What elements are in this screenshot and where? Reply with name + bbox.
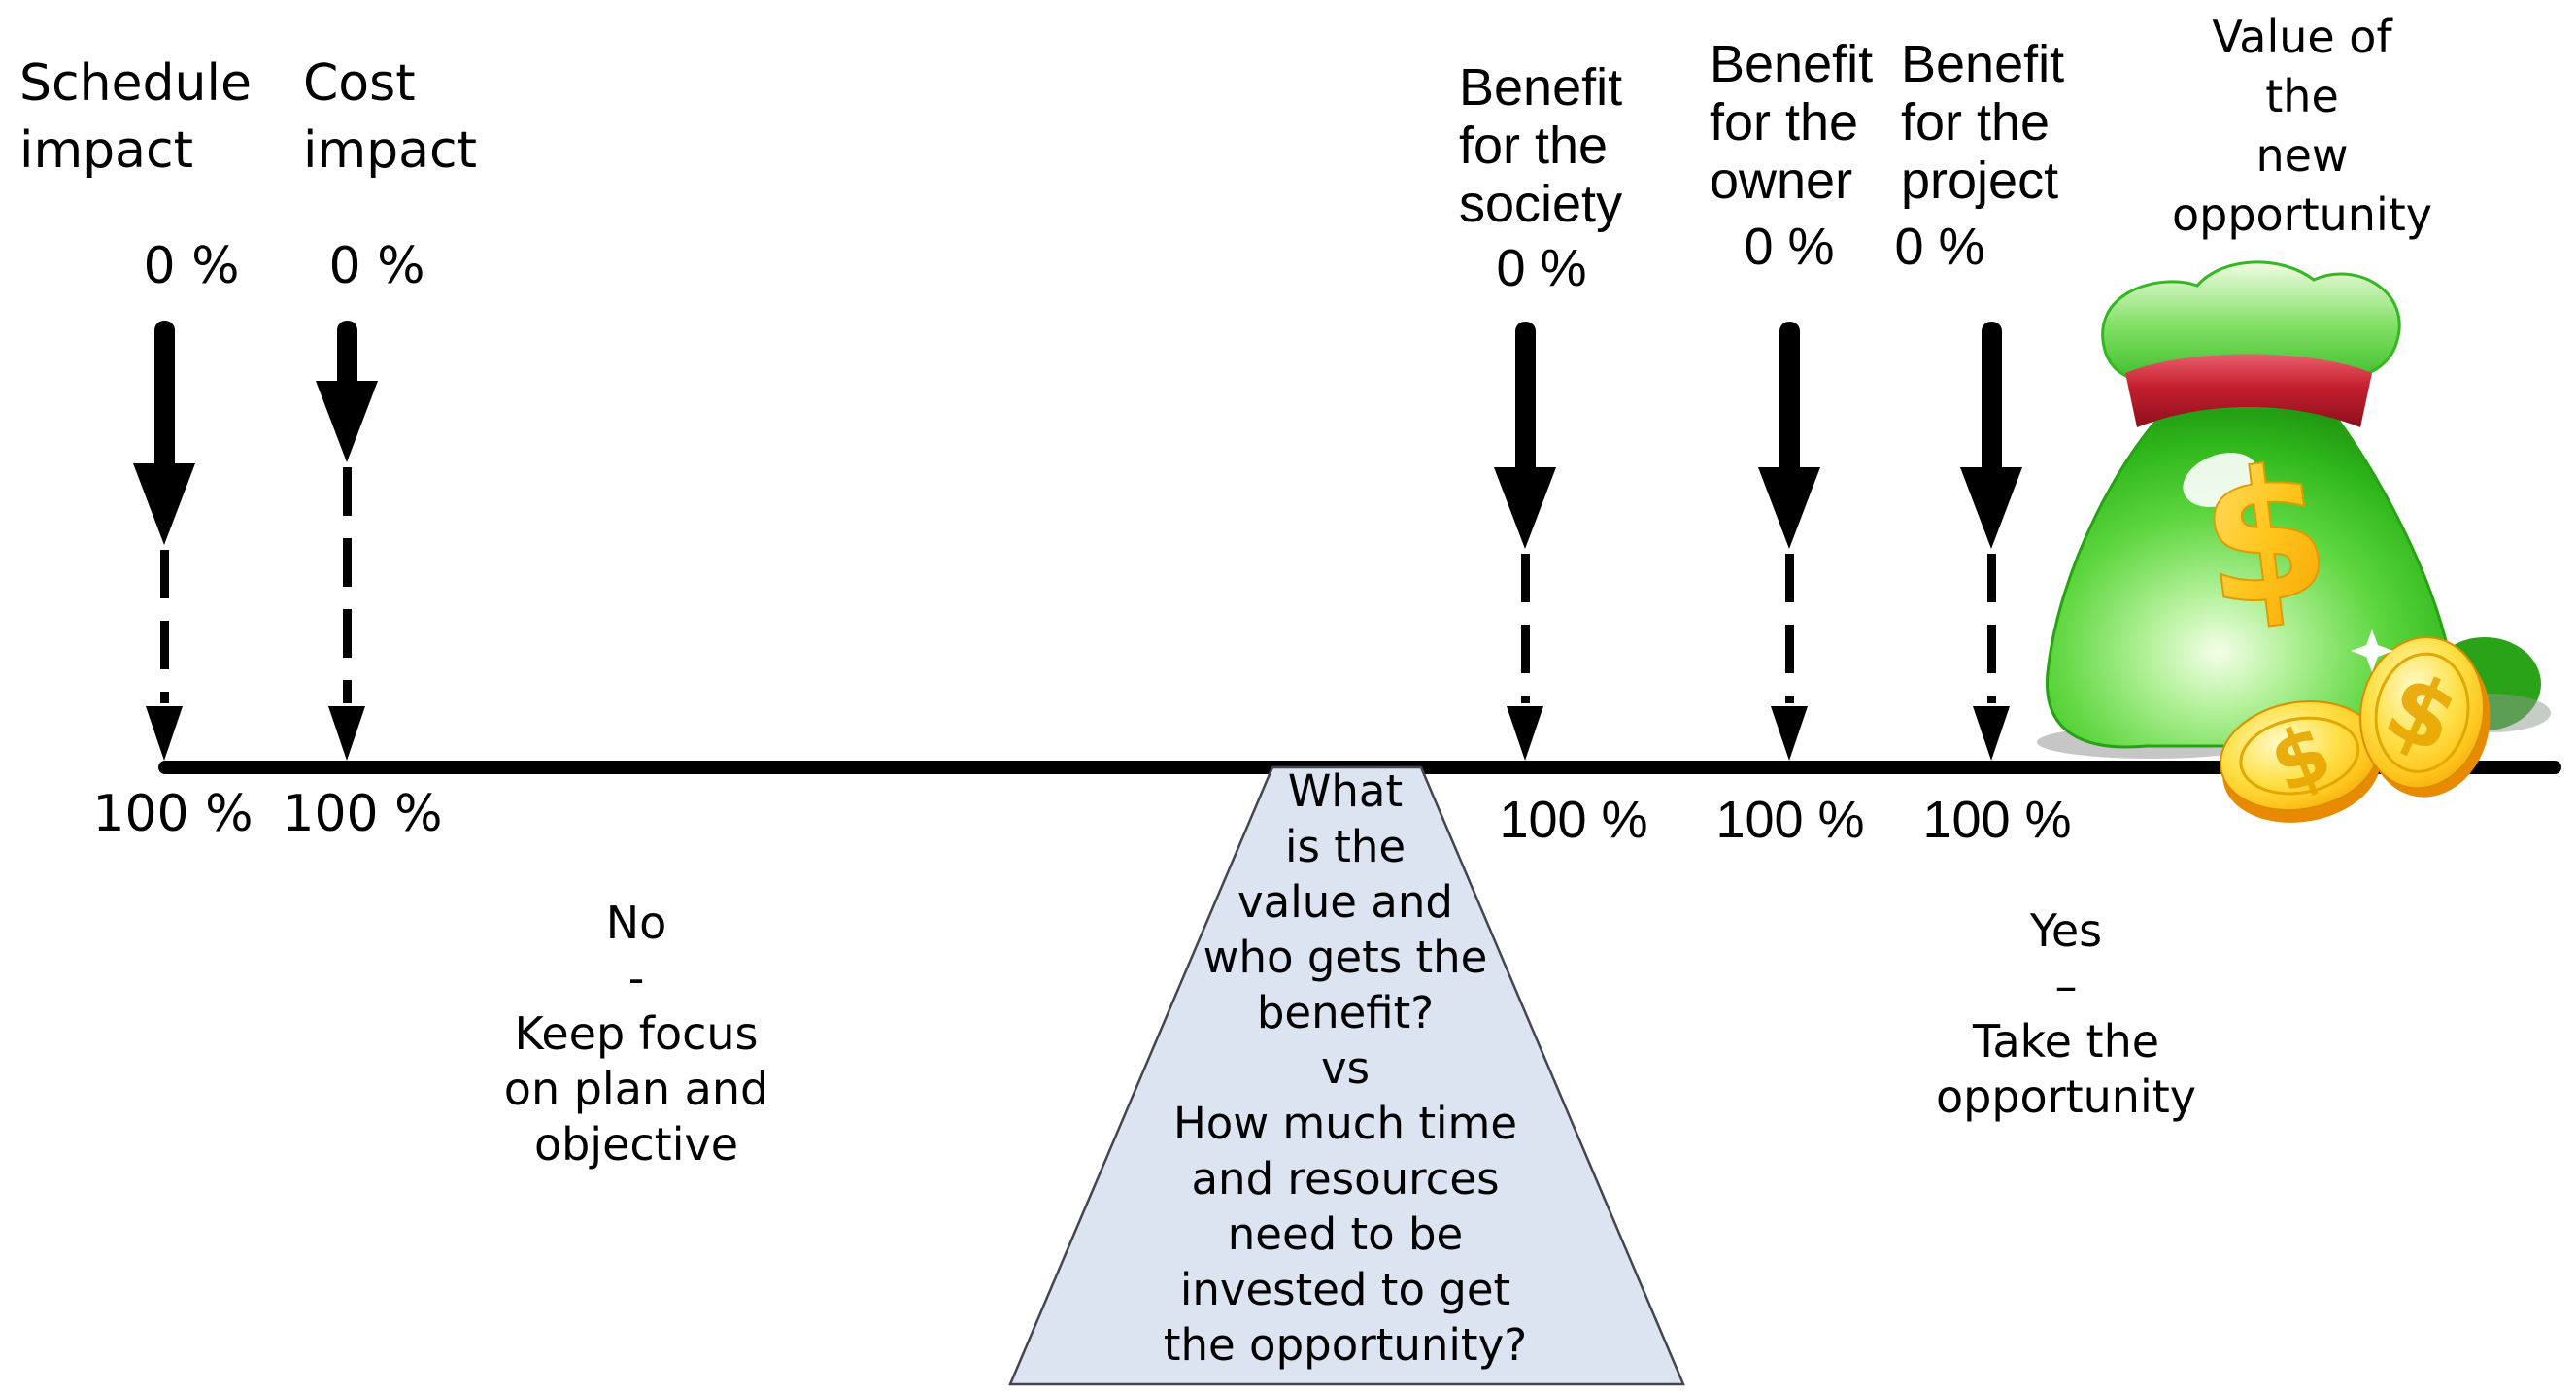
arrow-tip-icon [146, 706, 183, 761]
bag-ribbon [2125, 354, 2372, 427]
project-zero-percent-label: 0 % [1894, 218, 1985, 276]
arrow-dashed-line [159, 550, 169, 703]
owner-hundred-percent-label: 100 % [1715, 791, 1865, 849]
coin-left-icon: $ [2219, 700, 2381, 823]
bag-shine [2183, 452, 2258, 508]
arrow-head-icon [1494, 467, 1556, 549]
arrow-head-icon [133, 463, 195, 545]
decision-triangle [1008, 765, 1685, 1386]
arrow-dashed-line [1986, 554, 1996, 703]
cost-hundred-percent-label: 100 % [282, 785, 443, 843]
schedule-hundred-percent-label: 100 % [92, 785, 254, 843]
arrow-head-icon [1758, 467, 1820, 549]
arrow-tip-icon [1507, 706, 1543, 761]
sparkle-icon [2351, 629, 2393, 672]
money-bag-icon: $ $ $ [2037, 260, 2551, 823]
cost-zero-percent-label: 0 % [328, 237, 425, 295]
dollar-sign-icon: $ [2190, 425, 2340, 649]
society-hundred-percent-label: 100 % [1499, 791, 1648, 849]
arrow-dashed-line [1520, 554, 1530, 703]
arrow-tip-icon [1973, 706, 2010, 761]
arrow-tip-icon [1771, 706, 1808, 761]
owner-zero-percent-label: 0 % [1744, 218, 1835, 276]
arrow-dashed-line [1784, 554, 1794, 703]
project-hundred-percent-label: 100 % [1922, 791, 2072, 849]
coin-right-icon: $ [2359, 636, 2491, 798]
arrow-head-icon [1960, 467, 2022, 549]
arrow-shaft [1779, 322, 1800, 467]
schedule-zero-percent-label: 0 % [143, 237, 240, 295]
arrow-tip-icon [328, 706, 365, 761]
arrow-shaft [1514, 322, 1536, 467]
arrow-shaft [1981, 322, 2002, 467]
triangle-shape [1008, 765, 1685, 1386]
arrow-dashed-line [342, 467, 352, 703]
arrow-shaft [153, 321, 175, 463]
society-zero-percent-label: 0 % [1496, 239, 1587, 297]
arrow-head-icon [316, 381, 378, 462]
arrow-shaft [336, 321, 357, 381]
